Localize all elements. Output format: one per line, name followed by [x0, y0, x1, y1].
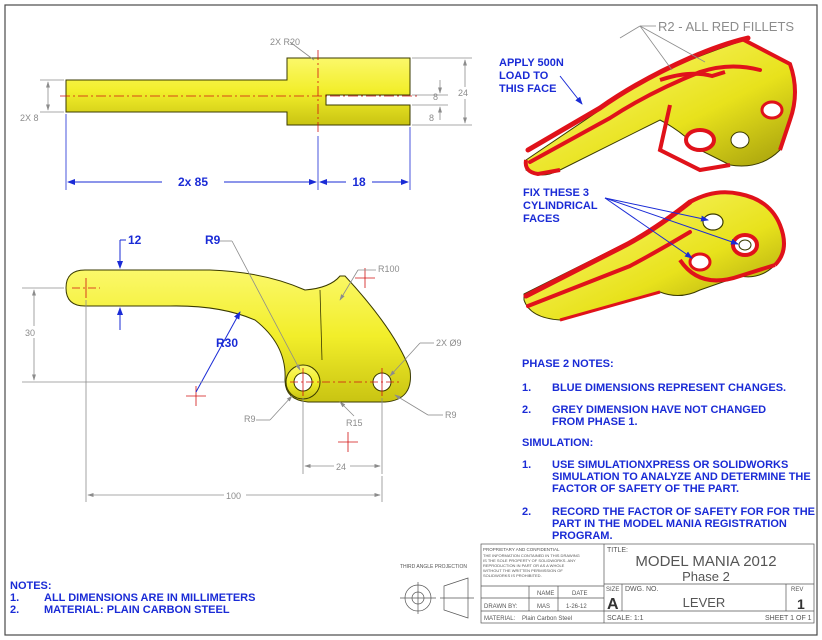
size-label: SIZE [606, 587, 619, 593]
dim-24-side: 24 [336, 462, 346, 472]
note-1-num: 1. [10, 592, 19, 604]
rev-value: 1 [797, 596, 805, 612]
load-callout-3: THIS FACE [499, 83, 556, 95]
proprietary-head: PROPRIETARY AND CONFIDENTIAL [483, 547, 560, 552]
proprietary-line1: THE INFORMATION CONTAINED IN THIS DRAWIN… [483, 553, 580, 558]
note-1: ALL DIMENSIONS ARE IN MILLIMETERS [44, 592, 255, 604]
iso-view-load [523, 35, 797, 177]
projection-symbol [400, 577, 474, 619]
title-block: THIRD ANGLE PROJECTION PROPRIETARY AND C… [400, 543, 815, 624]
load-callout-1: APPLY 500N [499, 57, 564, 69]
top-view: 2x 85 18 2X R20 2X 8 8 8 24 [20, 37, 472, 190]
top-view-part [65, 57, 411, 126]
phase-note-2-line1: GREY DIMENSION HAVE NOT CHANGED [552, 404, 766, 416]
dim-r9-left: R9 [244, 414, 256, 424]
dwg-no-value: LEVER [683, 595, 726, 610]
dim-r9-right: R9 [445, 410, 457, 420]
dim-2xr20: 2X R20 [270, 37, 300, 47]
iso-view-fixed [523, 190, 786, 322]
sim-note-2-line1: RECORD THE FACTOR OF SAFETY FOR FOR THE [552, 506, 815, 518]
drawn-by-label: DRAWN BY: [484, 604, 518, 610]
sheet: SHEET 1 OF 1 [765, 615, 812, 622]
date-header: DATE [572, 591, 588, 597]
proprietary-line4: WITHOUT THE WRITTEN PERMISSION OF [483, 568, 563, 573]
load-callout-2: LOAD TO [499, 70, 549, 82]
simulation-heading: SIMULATION: [522, 437, 593, 449]
dim-r15: R15 [346, 418, 363, 428]
scale: SCALE: 1:1 [607, 615, 644, 622]
iso1-body [525, 39, 796, 176]
name-header: NAME [537, 591, 554, 597]
side-view-part [65, 269, 411, 403]
phase-note-1: BLUE DIMENSIONS REPRESENT CHANGES. [552, 382, 786, 394]
fix-callout-2: CYLINDRICAL [523, 200, 598, 212]
title-label: TITLE: [607, 547, 628, 554]
sim-note-1-line2: SIMULATION TO ANALYZE AND DETERMINE THE [552, 471, 811, 483]
phase-note-2-num: 2. [522, 404, 531, 416]
drawn-date: 1-26-12 [566, 604, 587, 610]
proprietary-line3: REPRODUCTION IN PART OR AS A WHOLE [483, 563, 565, 568]
fillet-callout: R2 - ALL RED FILLETS [658, 19, 794, 34]
fix-callout-3: FACES [523, 213, 560, 225]
phase-note-2-line2: FROM PHASE 1. [552, 416, 638, 428]
phase-note-1-num: 1. [522, 382, 531, 394]
sim-note-2-line3: PROGRAM. [552, 530, 613, 542]
projection-label: THIRD ANGLE PROJECTION [400, 564, 467, 570]
iso-callouts: R2 - ALL RED FILLETS APPLY 500N LOAD TO … [499, 19, 794, 259]
dim-2x85: 2x 85 [178, 175, 208, 189]
dim-18: 18 [352, 175, 366, 189]
dim-30: 30 [25, 328, 35, 338]
dim-r9-top: R9 [205, 233, 221, 247]
sim-note-1-line1: USE SIMULATIONXPRESS OR SOLIDWORKS [552, 459, 788, 471]
drawn-by-name: MAS [537, 604, 550, 610]
side-view: 12 R9 R100 R30 30 2X Ø9 R9 R15 R9 [22, 233, 462, 502]
dim-24-top: 24 [458, 88, 468, 98]
material-label: MATERIAL: [484, 616, 516, 622]
dim-2xd9: 2X Ø9 [436, 338, 462, 348]
dim-r100: R100 [378, 264, 400, 274]
phase-notes: PHASE 2 NOTES: 1. BLUE DIMENSIONS REPRES… [522, 358, 815, 542]
fix-callout-1: FIX THESE 3 [523, 187, 589, 199]
dim-r30: R30 [216, 336, 238, 350]
sim-note-1-num: 1. [522, 459, 531, 471]
notes-heading: NOTES: [10, 580, 52, 592]
dim-8b: 8 [429, 113, 434, 123]
material-value: Plain Carbon Steel [522, 616, 572, 622]
sim-note-2-num: 2. [522, 506, 531, 518]
dwg-no-label: DWG. NO. [625, 586, 658, 593]
dim-12: 12 [128, 233, 142, 247]
dim-8a: 8 [433, 92, 438, 102]
rev-label: REV [791, 587, 803, 593]
proprietary-line2: IS THE SOLE PROPERTY OF SOLIDWORKS. ANY [483, 558, 576, 563]
size-value: A [607, 596, 619, 613]
note-2: MATERIAL: PLAIN CARBON STEEL [44, 604, 230, 616]
sheet-border [4, 4, 818, 636]
phase-notes-heading: PHASE 2 NOTES: [522, 358, 614, 370]
dim-2x8: 2X 8 [20, 113, 39, 123]
general-notes: NOTES: 1. ALL DIMENSIONS ARE IN MILLIMET… [10, 580, 255, 616]
dim-100: 100 [226, 491, 241, 501]
title-line1: MODEL MANIA 2012 [635, 553, 776, 570]
note-2-num: 2. [10, 604, 19, 616]
proprietary-line5: SOLIDWORKS IS PROHIBITED. [483, 573, 542, 578]
title-line2: Phase 2 [682, 569, 730, 584]
sim-note-1-line3: FACTOR OF SAFETY OF THE PART. [552, 483, 739, 495]
sim-note-2-line2: PART IN THE MODEL MANIA REGISTRATION [552, 518, 787, 530]
